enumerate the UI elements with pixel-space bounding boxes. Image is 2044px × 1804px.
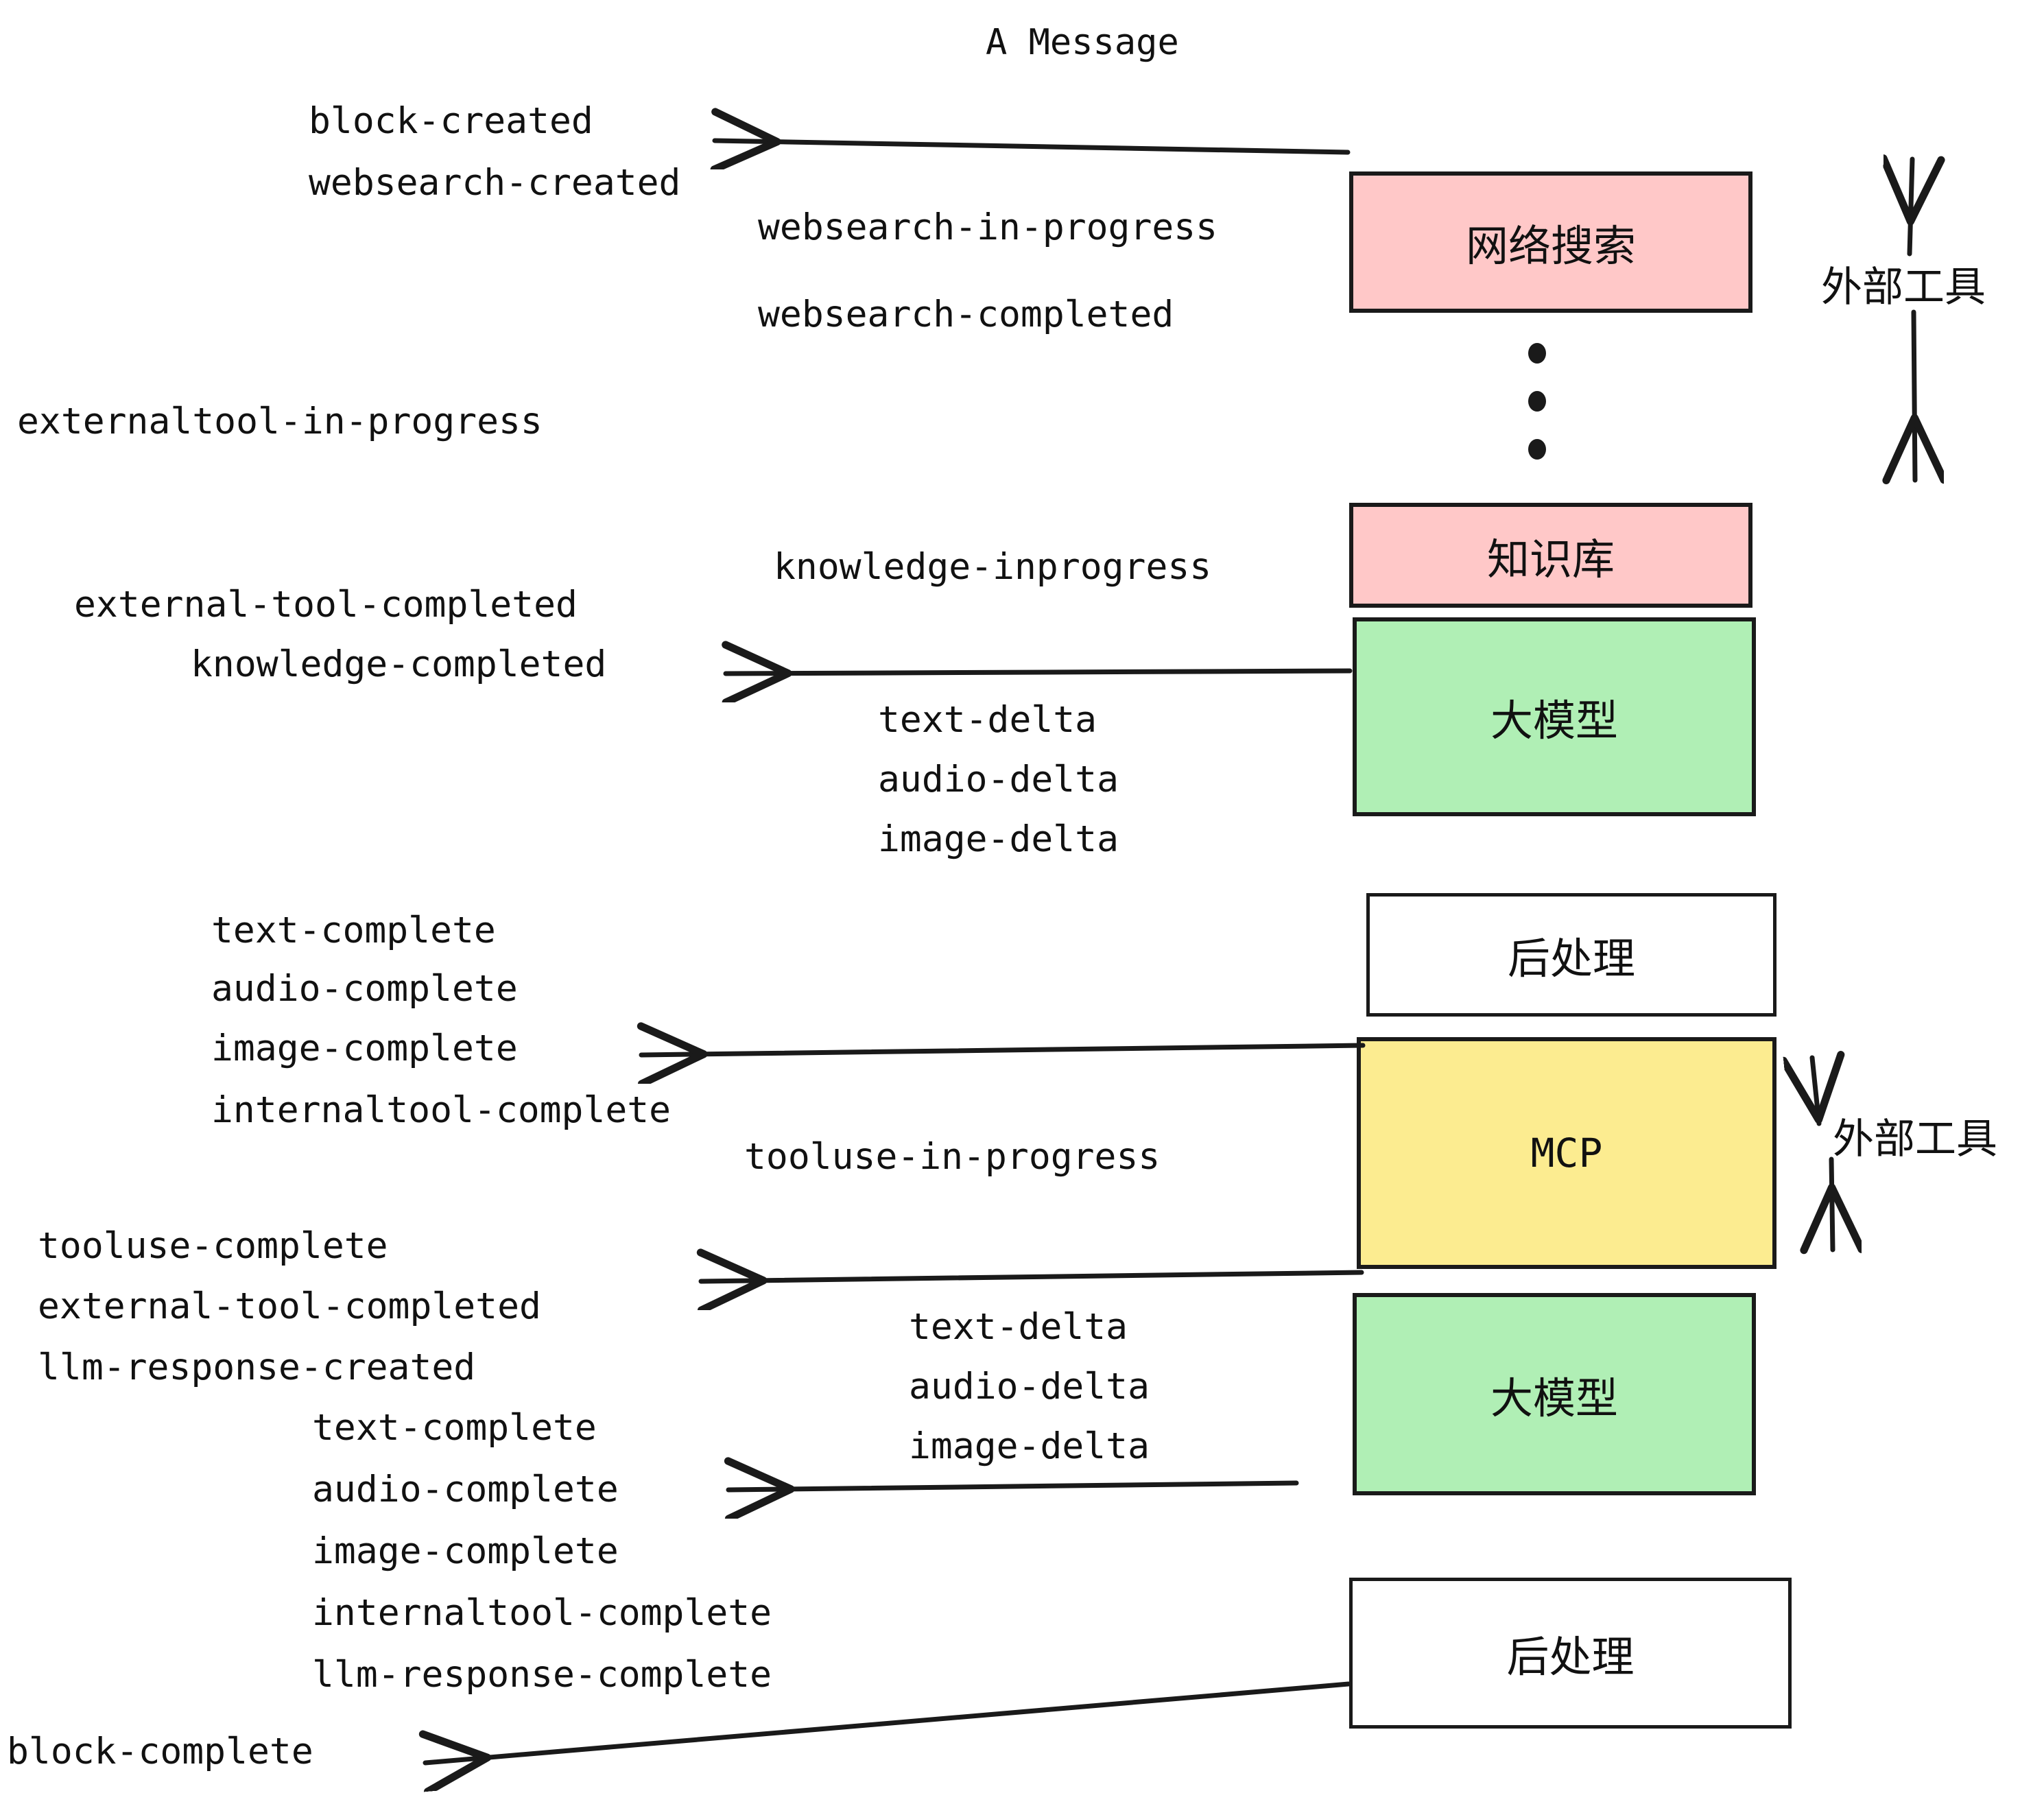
event-externaltool-in-progress: externaltool-in-progress bbox=[17, 401, 543, 442]
arrow-llm2-to-audio-complete bbox=[728, 1483, 1299, 1490]
event-internaltool-complete-1: internaltool-complete bbox=[211, 1089, 672, 1131]
event-audio-delta-1: audio-delta bbox=[878, 759, 1119, 800]
arrow-external-tools-bottom-up bbox=[1812, 1058, 1819, 1126]
event-knowledge-inprogress: knowledge-inprogress bbox=[774, 546, 1212, 588]
ellipsis-dot-2 bbox=[1528, 391, 1546, 412]
event-text-delta-2: text-delta bbox=[909, 1306, 1128, 1348]
node-knowledge[interactable]: 知识库 bbox=[1349, 503, 1752, 608]
event-websearch-created: websearch-created bbox=[309, 162, 681, 204]
event-knowledge-completed: knowledge-completed bbox=[191, 643, 607, 685]
arrow-postprocess-to-image-complete bbox=[641, 1045, 1366, 1055]
node-websearch-label: 网络搜索 bbox=[1465, 221, 1636, 271]
event-internaltool-complete-2: internaltool-complete bbox=[312, 1592, 772, 1634]
event-text-complete-1: text-complete bbox=[211, 910, 496, 951]
event-image-complete-1: image-complete bbox=[211, 1028, 518, 1069]
page-title: A Message bbox=[986, 22, 1179, 63]
event-websearch-completed: websearch-completed bbox=[758, 294, 1174, 335]
event-image-delta-1: image-delta bbox=[878, 818, 1119, 860]
arrow-postprocess2-to-block-complete bbox=[425, 1681, 1351, 1763]
arrow-external-tools-top-up bbox=[1910, 159, 1912, 257]
event-tooluse-complete: tooluse-complete bbox=[38, 1225, 388, 1267]
arrow-external-tools-top-down bbox=[1914, 309, 1915, 480]
node-llm-2[interactable]: 大模型 bbox=[1353, 1293, 1756, 1495]
event-image-delta-2: image-delta bbox=[909, 1425, 1150, 1467]
node-websearch[interactable]: 网络搜索 bbox=[1349, 171, 1752, 313]
event-llm-response-complete: llm-response-complete bbox=[312, 1654, 772, 1696]
event-audio-complete-1: audio-complete bbox=[211, 968, 518, 1010]
event-block-complete: block-complete bbox=[7, 1731, 313, 1772]
node-mcp[interactable]: MCP bbox=[1357, 1037, 1776, 1269]
event-image-complete-2: image-complete bbox=[312, 1530, 619, 1572]
side-label-external-tools-bottom: 外部工具 bbox=[1833, 1115, 1997, 1163]
event-tooluse-in-progress: tooluse-in-progress bbox=[744, 1136, 1161, 1178]
event-text-delta-1: text-delta bbox=[878, 699, 1097, 741]
arrow-knowledge-to-completed bbox=[726, 671, 1353, 674]
node-llm-2-label: 大模型 bbox=[1490, 1373, 1618, 1423]
arrow-external-tools-bottom-down bbox=[1831, 1156, 1833, 1250]
ellipsis-dot-1 bbox=[1528, 343, 1546, 364]
event-llm-response-created: llm-response-created bbox=[38, 1346, 476, 1388]
event-external-tool-completed-2: external-tool-completed bbox=[38, 1285, 541, 1327]
node-postprocess-1[interactable]: 后处理 bbox=[1366, 893, 1776, 1017]
arrow-mcp-to-tooluse-complete bbox=[701, 1272, 1364, 1281]
side-label-external-tools-top: 外部工具 bbox=[1821, 263, 1986, 311]
node-postprocess-2[interactable]: 后处理 bbox=[1349, 1578, 1792, 1729]
event-websearch-in-progress: websearch-in-progress bbox=[758, 206, 1218, 248]
node-llm-1[interactable]: 大模型 bbox=[1353, 617, 1756, 816]
ellipsis-dot-3 bbox=[1528, 439, 1546, 460]
event-audio-complete-2: audio-complete bbox=[312, 1469, 619, 1510]
node-postprocess-1-label: 后处理 bbox=[1507, 934, 1635, 984]
node-llm-1-label: 大模型 bbox=[1490, 696, 1618, 746]
event-external-tool-completed-1: external-tool-completed bbox=[74, 584, 578, 626]
node-mcp-label: MCP bbox=[1530, 1130, 1603, 1176]
node-postprocess-2-label: 后处理 bbox=[1506, 1632, 1635, 1682]
event-block-created: block-created bbox=[309, 100, 593, 142]
event-text-complete-2: text-complete bbox=[312, 1407, 597, 1449]
arrow-websearch-to-block-created bbox=[715, 141, 1351, 152]
event-audio-delta-2: audio-delta bbox=[909, 1366, 1150, 1408]
node-knowledge-label: 知识库 bbox=[1486, 534, 1615, 584]
